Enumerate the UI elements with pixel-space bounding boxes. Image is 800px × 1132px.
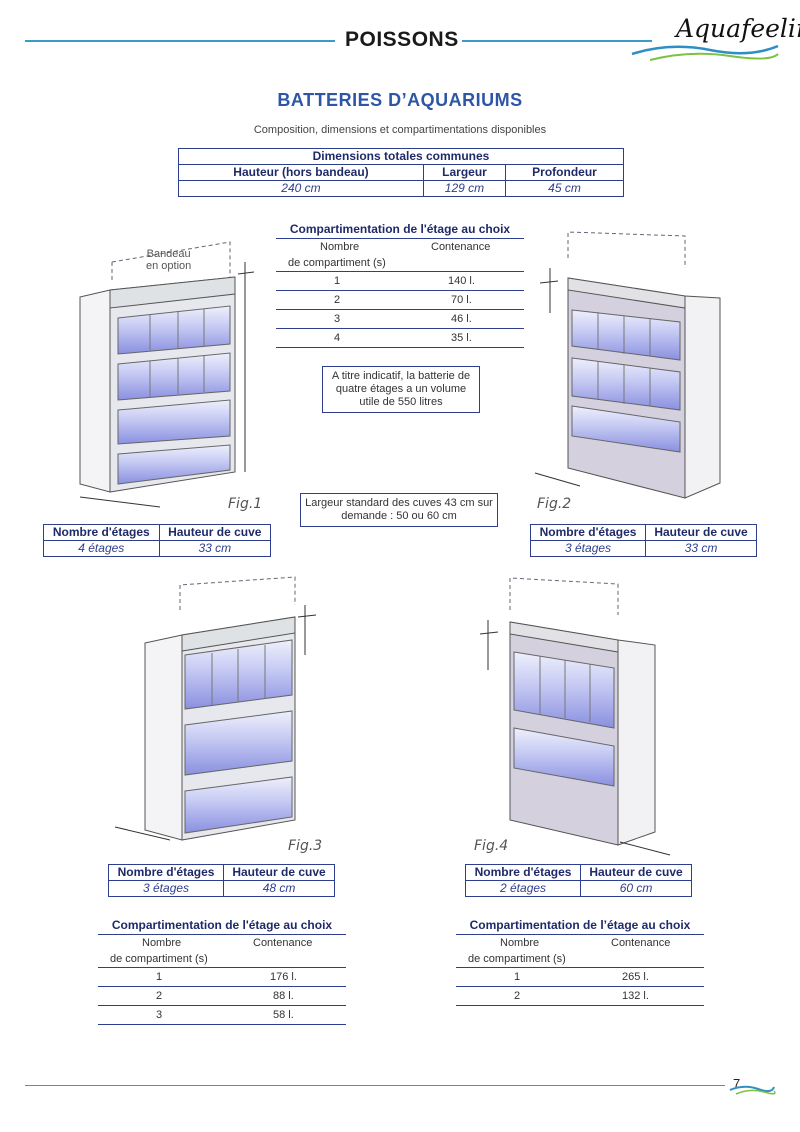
row-contenance: 35 l.: [451, 332, 472, 344]
row-nombre: 1: [334, 275, 341, 287]
table-row: 2 88 l.: [98, 987, 346, 1006]
col-nombre: Nombre: [142, 937, 182, 949]
bandeau-label-line2: en option: [146, 260, 192, 272]
row-nombre: 2: [334, 294, 341, 306]
compartment-title: Compartimentation de l'étage au choix: [276, 222, 524, 239]
fig4-value-hauteur: 60 cm: [580, 880, 692, 897]
figure-label-fig2: Fig.2: [537, 496, 572, 512]
row-nombre: 1: [156, 971, 163, 983]
compartment-title: Compartimentation de l’étage au choix: [456, 918, 704, 935]
row-nombre: 4: [334, 332, 341, 344]
row-nombre: 2: [514, 990, 521, 1002]
aquarium-fig3-illustration: [114, 576, 317, 841]
col-contenance: Contenance: [611, 937, 671, 949]
table-row: 3 58 l.: [98, 1006, 346, 1025]
footer-rule: [25, 1085, 725, 1086]
row-nombre: 1: [514, 971, 521, 983]
page-title: BATTERIES D’AQUARIUMS: [277, 90, 523, 110]
compartment-table-top: Compartimentation de l'étage au choix No…: [276, 222, 524, 348]
col-profondeur: Profondeur: [505, 164, 624, 181]
table-row: 2 70 l.: [276, 291, 524, 310]
value-profondeur: 45 cm: [505, 180, 624, 197]
header-rule-left: [25, 40, 335, 42]
col-nombre-2: de compartiment (s): [110, 953, 208, 965]
row-contenance: 58 l.: [273, 1009, 294, 1021]
bandeau-label: Bandeau en option: [146, 248, 191, 272]
figure-label-fig1: Fig.1: [228, 496, 263, 512]
col-nombre: Nombre: [320, 241, 360, 253]
page-number: 7: [733, 1076, 741, 1091]
fig3-header-etages: Nombre d'étages: [107, 864, 225, 881]
row-nombre: 3: [156, 1009, 163, 1021]
row-contenance: 140 l.: [448, 275, 475, 287]
col-nombre-2: de compartiment (s): [288, 257, 386, 269]
col-contenance: Contenance: [431, 241, 491, 253]
row-contenance: 132 l.: [622, 990, 649, 1002]
fig3-header-hauteur: Hauteur de cuve: [223, 864, 335, 881]
row-contenance: 46 l.: [451, 313, 472, 325]
col-nombre: Nombre: [500, 937, 540, 949]
logo-wave-icon: [631, 44, 779, 61]
col-contenance: Contenance: [253, 937, 313, 949]
table-row: 1 140 l.: [276, 272, 524, 291]
value-largeur: 129 cm: [422, 180, 507, 197]
fig1-header-etages: Nombre d'étages: [43, 524, 160, 541]
compartment-title: Compartimentation de l'étage au choix: [98, 918, 346, 935]
compartment-table-fig3: Compartimentation de l'étage au choix No…: [98, 918, 346, 1025]
fig2-header-etages: Nombre d'étages: [529, 524, 647, 541]
fig3-value-etages: 3 étages: [107, 880, 225, 897]
aquarium-fig4-illustration: [479, 577, 671, 856]
section-title: POISSONS: [345, 28, 459, 51]
row-nombre: 2: [156, 990, 163, 1002]
compartment-table-fig4: Compartimentation de l’étage au choix No…: [456, 918, 704, 1006]
row-nombre: 3: [334, 313, 341, 325]
table-row: 1 265 l.: [456, 968, 704, 987]
col-largeur: Largeur: [422, 164, 507, 181]
fig4-value-etages: 2 étages: [464, 880, 582, 897]
row-contenance: 265 l.: [622, 971, 649, 983]
width-note: Largeur standard des cuves 43 cm sur dem…: [300, 493, 498, 527]
fig4-header-hauteur: Hauteur de cuve: [580, 864, 692, 881]
table-row: 2 132 l.: [456, 987, 704, 1006]
dimensions-table: Dimensions totales communes Hauteur (hor…: [178, 148, 624, 197]
aquarium-fig1-illustration: [79, 241, 255, 508]
brand-logo: Aquafeeling: [676, 14, 800, 43]
fig1-value-hauteur: 33 cm: [158, 540, 272, 557]
fig1-header-hauteur: Hauteur de cuve: [158, 524, 272, 541]
table-row: 3 46 l.: [276, 310, 524, 329]
row-contenance: 88 l.: [273, 990, 294, 1002]
figure-label-fig4: Fig.4: [474, 838, 509, 854]
footer-wave-icon: [729, 1085, 776, 1095]
dimensions-caption: Dimensions totales communes: [178, 148, 624, 165]
row-contenance: 70 l.: [451, 294, 472, 306]
col-hauteur: Hauteur (hors bandeau): [178, 164, 424, 181]
table-row: 4 35 l.: [276, 329, 524, 348]
fig2-value-etages: 3 étages: [529, 540, 647, 557]
fig3-value-hauteur: 48 cm: [223, 880, 335, 897]
value-hauteur: 240 cm: [178, 180, 424, 197]
fig2-header-hauteur: Hauteur de cuve: [645, 524, 757, 541]
header-rule-right: [462, 40, 652, 42]
page-subtitle: Composition, dimensions et compartimenta…: [253, 124, 547, 136]
fig2-value-hauteur: 33 cm: [645, 540, 757, 557]
table-row: 1 176 l.: [98, 968, 346, 987]
aquarium-fig2-illustration: [534, 231, 721, 499]
bandeau-label-line1: Bandeau: [146, 248, 191, 260]
volume-note: A titre indicatif, la batterie de quatre…: [322, 366, 480, 413]
row-contenance: 176 l.: [270, 971, 297, 983]
fig4-header-etages: Nombre d'étages: [464, 864, 582, 881]
col-nombre-2: de compartiment (s): [468, 953, 566, 965]
figure-label-fig3: Fig.3: [288, 838, 323, 854]
fig1-value-etages: 4 étages: [43, 540, 160, 557]
